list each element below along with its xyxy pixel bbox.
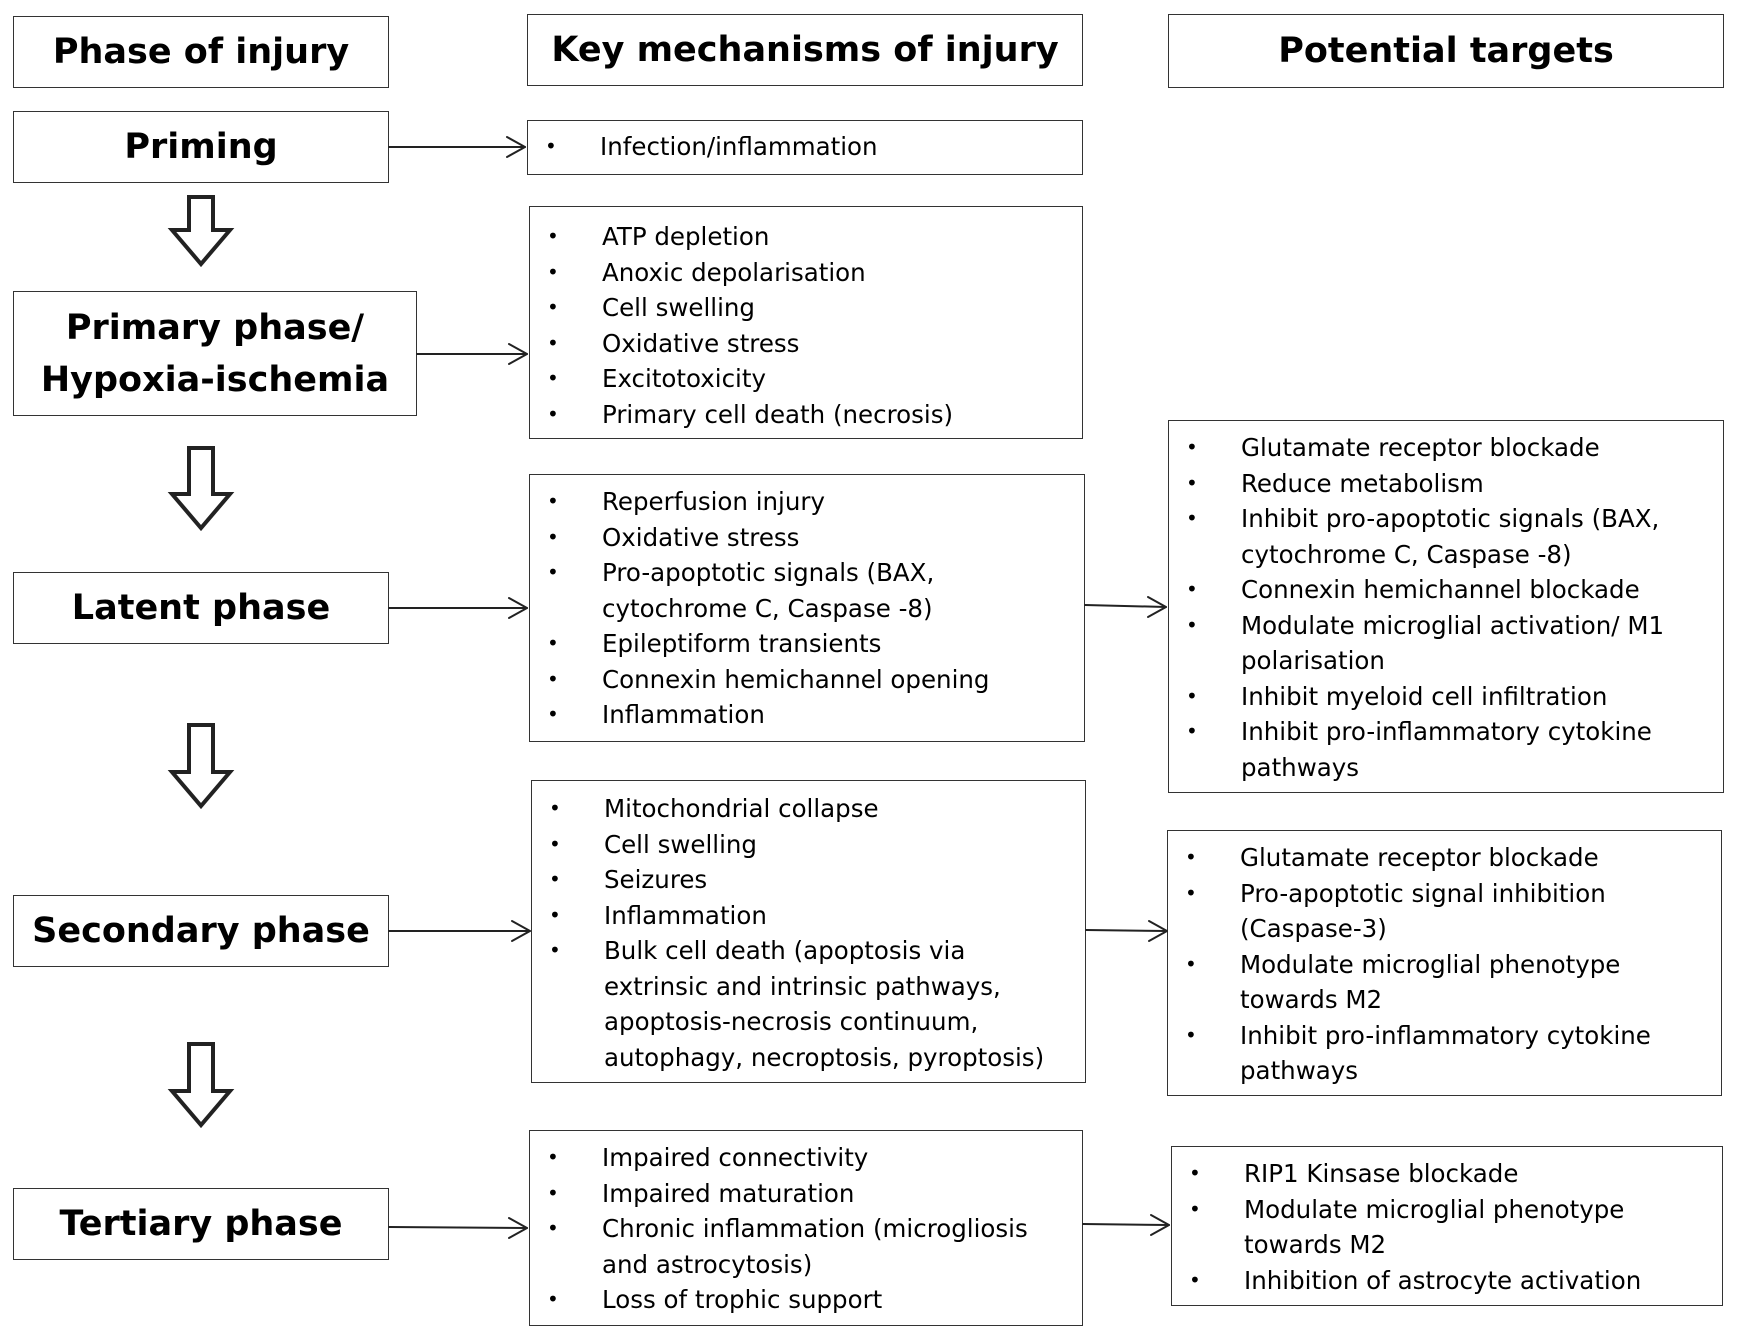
arrow-latent-mechanisms-to-targets (1084, 596, 1167, 618)
down-arrow-latent-to-secondary (167, 723, 235, 810)
mechanisms-secondary-list: Mitochondrial collapse Cell swelling Sei… (532, 791, 1085, 1075)
mechanisms-tertiary-list: Impaired connectivity Impaired maturatio… (530, 1140, 1082, 1318)
arrow-tertiary-mechanisms-to-targets (1082, 1214, 1170, 1236)
list-item: Epileptiform transients (530, 626, 1024, 662)
list-item: Connexin hemichannel blockade (1169, 572, 1673, 608)
phase-secondary-label: Secondary phase (32, 911, 370, 951)
list-item: Excitotoxicity (530, 361, 1082, 397)
list-item: Modulate microglial phenotype towards M2 (1172, 1192, 1702, 1263)
mechanisms-secondary-box: Mitochondrial collapse Cell swelling Sei… (531, 780, 1086, 1083)
phase-secondary: Secondary phase (13, 895, 389, 967)
targets-tertiary-list: RIP1 Kinsase blockade Modulate microglia… (1172, 1156, 1722, 1298)
targets-latent-box: Glutamate receptor blockade Reduce metab… (1168, 420, 1724, 793)
list-item: Inhibition of astrocyte activation (1172, 1263, 1702, 1299)
mechanisms-priming-box: Infection/inflammation (527, 120, 1083, 175)
list-item: Impaired maturation (530, 1176, 1042, 1212)
mechanisms-tertiary-box: Impaired connectivity Impaired maturatio… (529, 1130, 1083, 1326)
list-item: Reduce metabolism (1169, 466, 1673, 502)
list-item: Inflammation (530, 697, 1024, 733)
phase-primary-label-line1: Primary phase/ (65, 307, 365, 348)
mechanisms-latent-box: Reperfusion injury Oxidative stress Pro-… (529, 474, 1085, 742)
list-item: Glutamate receptor blockade (1168, 840, 1681, 876)
phase-primary: Primary phase/ Hypoxia-ischemia (13, 291, 417, 416)
list-item: Inhibit pro-apoptotic signals (BAX, cyto… (1169, 501, 1673, 572)
list-item: Anoxic depolarisation (530, 255, 1082, 291)
mechanisms-primary-list: ATP depletion Anoxic depolarisation Cell… (530, 219, 1082, 432)
arrow-secondary-mechanisms-to-targets (1085, 920, 1168, 942)
phase-latent: Latent phase (13, 572, 389, 644)
list-item: Modulate microglial phenotype towards M2 (1168, 947, 1681, 1018)
list-item: RIP1 Kinsase blockade (1172, 1156, 1702, 1192)
arrow-secondary-to-mechanisms (388, 920, 531, 942)
header-potential-targets: Potential targets (1168, 14, 1724, 88)
arrow-primary-to-mechanisms (416, 343, 528, 365)
list-item: Cell swelling (532, 827, 1073, 863)
arrow-priming-to-mechanisms (388, 136, 526, 158)
list-item: Oxidative stress (530, 520, 1024, 556)
targets-secondary-box: Glutamate receptor blockade Pro-apoptoti… (1167, 830, 1722, 1096)
phase-tertiary-label: Tertiary phase (59, 1204, 343, 1244)
phase-tertiary: Tertiary phase (13, 1188, 389, 1260)
arrow-tertiary-to-mechanisms (388, 1217, 528, 1239)
down-arrow-primary-to-latent (167, 446, 235, 532)
list-item: Inhibit myeloid cell infiltration (1169, 679, 1673, 715)
phase-priming-label: Priming (124, 127, 278, 167)
list-item: Pro-apoptotic signals (BAX, cytochrome C… (530, 555, 1024, 626)
arrow-latent-to-mechanisms (388, 597, 528, 619)
list-item: Pro-apoptotic signal inhibition (Caspase… (1168, 876, 1681, 947)
list-item: Connexin hemichannel opening (530, 662, 1024, 698)
list-item: Seizures (532, 862, 1073, 898)
list-item: Bulk cell death (apoptosis via extrinsic… (532, 933, 1073, 1075)
targets-secondary-list: Glutamate receptor blockade Pro-apoptoti… (1168, 840, 1721, 1089)
list-item: Inhibit pro-inflammatory cytokine pathwa… (1168, 1018, 1681, 1089)
list-item: Inflammation (532, 898, 1073, 934)
list-item: Impaired connectivity (530, 1140, 1042, 1176)
phase-primary-label-line2: Hypoxia-ischemia (40, 359, 390, 400)
header-phase-label: Phase of injury (52, 32, 350, 72)
header-key-mechanisms: Key mechanisms of injury (527, 14, 1083, 86)
list-item: Chronic inflammation (microgliosis and a… (530, 1211, 1042, 1282)
list-item: Primary cell death (necrosis) (530, 397, 1082, 433)
list-item: Inhibit pro-inflammatory cytokine pathwa… (1169, 714, 1673, 785)
list-item: Oxidative stress (530, 326, 1082, 362)
phase-priming: Priming (13, 111, 389, 183)
targets-tertiary-box: RIP1 Kinsase blockade Modulate microglia… (1171, 1146, 1723, 1306)
list-item: Mitochondrial collapse (532, 791, 1073, 827)
header-targets-label: Potential targets (1278, 31, 1614, 71)
list-item: Loss of trophic support (530, 1282, 1042, 1318)
list-item: Modulate microglial activation/ M1 polar… (1169, 608, 1673, 679)
list-item: Infection/inflammation (528, 129, 1082, 165)
down-arrow-secondary-to-tertiary (167, 1042, 235, 1129)
header-phase-of-injury: Phase of injury (13, 16, 389, 88)
phase-latent-label: Latent phase (71, 588, 331, 628)
mechanisms-primary-box: ATP depletion Anoxic depolarisation Cell… (529, 206, 1083, 439)
list-item: Cell swelling (530, 290, 1082, 326)
mechanisms-priming-list: Infection/inflammation (528, 129, 1082, 165)
targets-latent-list: Glutamate receptor blockade Reduce metab… (1169, 430, 1723, 785)
list-item: ATP depletion (530, 219, 1082, 255)
list-item: Glutamate receptor blockade (1169, 430, 1673, 466)
header-mechanisms-label: Key mechanisms of injury (551, 30, 1059, 70)
mechanisms-latent-list: Reperfusion injury Oxidative stress Pro-… (530, 484, 1084, 733)
down-arrow-priming-to-primary (167, 195, 235, 268)
list-item: Reperfusion injury (530, 484, 1024, 520)
